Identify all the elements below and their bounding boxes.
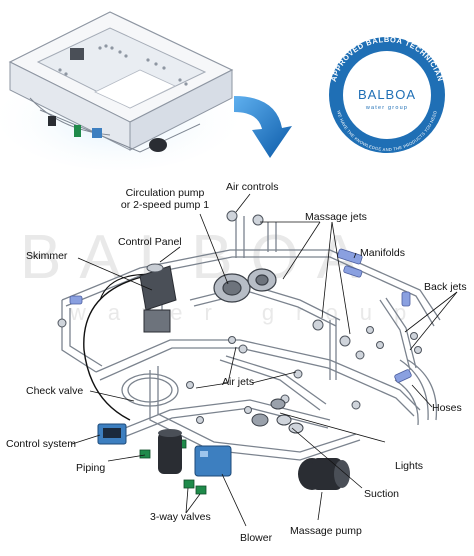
circulation-pumps bbox=[213, 268, 277, 303]
label-piping: Piping bbox=[76, 462, 106, 474]
leader-lines bbox=[71, 193, 458, 527]
label-check-valve: Check valve bbox=[26, 385, 84, 397]
badge-brand-text: BALBOA bbox=[358, 87, 416, 102]
label-skimmer: Skimmer bbox=[26, 250, 68, 262]
badge-subbrand-text: water group bbox=[365, 105, 408, 111]
label-control-system: Control system bbox=[6, 438, 77, 450]
skimmer-box bbox=[139, 263, 177, 333]
label-hoses: Hoses bbox=[432, 402, 462, 414]
curved-arrow-icon bbox=[234, 96, 292, 158]
lights bbox=[251, 398, 286, 427]
label-massage-jets: Massage jets bbox=[305, 211, 367, 223]
jet-rings bbox=[57, 210, 422, 424]
label-circulation-pump-line2: or 2-speed pump 1 bbox=[120, 199, 210, 211]
label-suction: Suction bbox=[364, 488, 400, 500]
massage-pump-unit bbox=[298, 458, 350, 490]
label-circulation-pump: Circulation pump or 2-speed pump 1 bbox=[110, 187, 220, 211]
label-air-controls: Air controls bbox=[226, 181, 279, 193]
label-control-panel: Control Panel bbox=[118, 236, 182, 248]
watermark-subbrand: water group bbox=[70, 300, 429, 325]
label-lights: Lights bbox=[395, 460, 424, 472]
label-manifolds: Manifolds bbox=[360, 247, 405, 259]
suction-fittings bbox=[276, 414, 304, 434]
label-massage-pump: Massage pump bbox=[290, 525, 362, 537]
filter-canister bbox=[158, 429, 182, 474]
label-air-jets: Air jets bbox=[222, 376, 255, 388]
control-system-box bbox=[97, 423, 127, 445]
label-back-jets: Back jets bbox=[424, 281, 467, 293]
label-circulation-pump-line1: Circulation pump bbox=[125, 187, 205, 199]
blower-unit bbox=[194, 445, 232, 477]
manifold-fittings bbox=[69, 248, 412, 383]
label-blower: Blower bbox=[240, 532, 273, 544]
label-three-way-valves: 3-way valves bbox=[150, 511, 211, 523]
spa-tub-thumbnail bbox=[0, 11, 238, 170]
balboa-technician-badge: APPROVED BALBOA TECHNICIAN WE HAVE THE K… bbox=[329, 35, 445, 153]
